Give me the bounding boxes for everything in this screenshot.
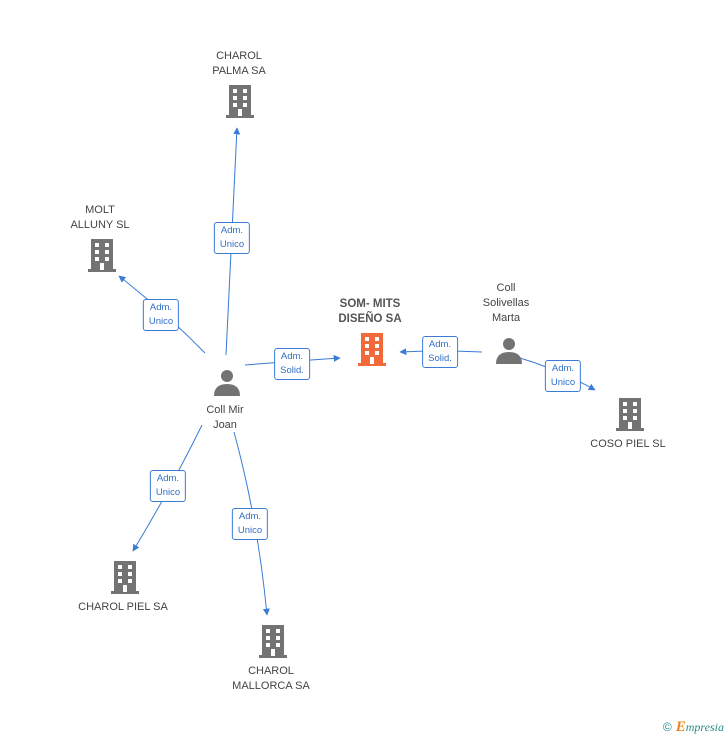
edge-label-charol-mallorca[interactable]: Adm. Unico <box>231 508 269 540</box>
building-icon-main[interactable] <box>356 331 388 367</box>
copyright-symbol: © <box>662 720 672 734</box>
edge-label-charol-palma[interactable]: Adm. Unico <box>213 222 251 254</box>
building-icon[interactable] <box>257 623 289 659</box>
edge-label-som-mits-coll-mir[interactable]: Adm. Solid. <box>274 348 310 380</box>
building-icon[interactable] <box>614 396 646 432</box>
person-icon[interactable] <box>494 335 524 365</box>
node-label-coll-solivellas[interactable]: Coll Solivellas Marta <box>482 282 530 324</box>
node-label-coll-mir[interactable]: Coll Mir Joan <box>206 404 244 431</box>
person-icon[interactable] <box>212 367 242 397</box>
node-label-charol-palma[interactable]: CHAROL PALMA SA <box>212 50 266 77</box>
edge-label-som-mits-coll-solivellas[interactable]: Adm. Solid. <box>422 336 458 368</box>
node-label-molt-alluny[interactable]: MOLT ALLUNY SL <box>70 204 130 231</box>
brand-logo-letter: E <box>675 719 686 735</box>
node-label-charol-mallorca[interactable]: CHAROL MALLORCA SA <box>232 665 310 692</box>
brand-name: mpresia <box>685 720 724 734</box>
edge-label-charol-piel[interactable]: Adm. Unico <box>149 470 187 502</box>
node-label-coso-piel[interactable]: COSO PIEL SL <box>590 438 666 450</box>
footer-brand[interactable]: ©Empresia <box>663 719 724 736</box>
building-icon[interactable] <box>109 559 141 595</box>
edge-label-molt-alluny[interactable]: Adm. Unico <box>142 299 180 331</box>
node-label-charol-piel[interactable]: CHAROL PIEL SA <box>78 601 168 613</box>
edge-label-coso-piel[interactable]: Adm. Unico <box>544 360 582 392</box>
node-label-som-mits[interactable]: SOM- MITS DISEÑO SA <box>338 298 402 325</box>
building-icon[interactable] <box>86 237 118 273</box>
building-icon[interactable] <box>224 83 256 119</box>
